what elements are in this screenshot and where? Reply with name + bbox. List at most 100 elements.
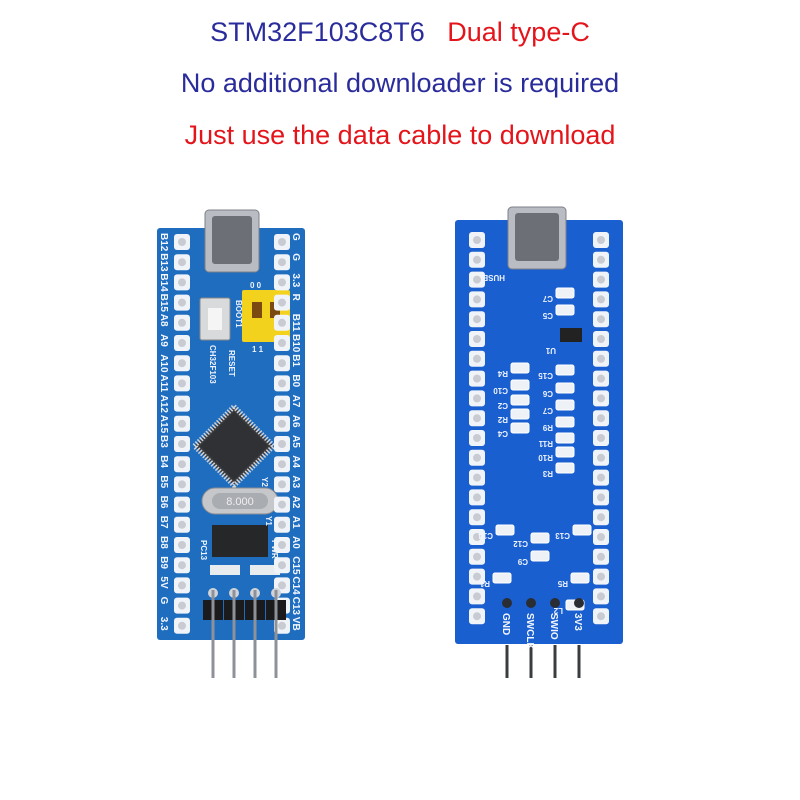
pin-pad-hole bbox=[597, 414, 605, 423]
pin-pad-hole bbox=[178, 480, 186, 489]
component-C4 bbox=[510, 422, 530, 434]
component-C12 bbox=[530, 532, 550, 544]
header-pad bbox=[574, 598, 584, 608]
pin-pad-hole bbox=[278, 561, 286, 570]
pin-pad-hole bbox=[597, 275, 605, 284]
header-label-GND: GND bbox=[500, 613, 511, 635]
pin-pad-hole bbox=[178, 359, 186, 368]
pin-pad-hole bbox=[473, 394, 481, 403]
component-C6 bbox=[555, 382, 575, 394]
pin-label-A8: A8 bbox=[158, 314, 169, 327]
pin-pad-hole bbox=[278, 278, 286, 287]
pin-pad-hole bbox=[597, 473, 605, 482]
pin-pad-hole bbox=[473, 612, 481, 621]
boot-label: BOOT1 bbox=[234, 300, 243, 328]
mcu-chip bbox=[190, 402, 278, 490]
usb-c-opening bbox=[515, 213, 559, 261]
model-name: STM32F103C8T6 bbox=[210, 17, 425, 47]
pin-pad-hole bbox=[473, 592, 481, 601]
jumper-cap bbox=[270, 302, 280, 318]
reset-button-cap bbox=[208, 308, 222, 330]
pin-label-A3: A3 bbox=[290, 475, 301, 488]
back-pcb bbox=[455, 220, 623, 644]
header-pad bbox=[550, 598, 560, 608]
front-board: 8.000 CH32F103 BOOT1 RESET Y2 Y1 PC13 PW… bbox=[157, 209, 305, 678]
pin-pad-hole bbox=[597, 493, 605, 502]
pin-label-B0: B0 bbox=[290, 374, 301, 387]
component-R11 bbox=[555, 432, 575, 444]
component-label: C4 bbox=[497, 429, 508, 438]
pin-pad-hole bbox=[178, 541, 186, 549]
component-label: R11 bbox=[538, 439, 553, 448]
component-label: R10 bbox=[538, 453, 553, 462]
component-label: R4 bbox=[497, 369, 508, 378]
pin-pad-hole bbox=[178, 500, 186, 509]
pin-label-A5: A5 bbox=[290, 435, 301, 448]
header-pin bbox=[529, 645, 533, 678]
pin-label-A2: A2 bbox=[290, 496, 301, 509]
pin-pad-hole bbox=[278, 621, 286, 630]
usb-c-opening bbox=[212, 216, 252, 264]
pin-label-A6: A6 bbox=[290, 415, 301, 428]
pin-label-B5: B5 bbox=[158, 475, 169, 488]
crystal-label: 8.000 bbox=[226, 496, 254, 508]
component-label: C14 bbox=[478, 531, 493, 540]
component-label: R5 bbox=[557, 579, 568, 588]
pin-pad-hole bbox=[597, 552, 605, 561]
pin-pad-hole bbox=[178, 561, 186, 570]
header-pad bbox=[502, 598, 512, 608]
pin-pad-hole bbox=[473, 473, 481, 482]
pin-pad-hole bbox=[278, 500, 286, 509]
pin-pad-hole bbox=[597, 315, 605, 324]
header-label-SWCLK: SWCLK bbox=[524, 613, 535, 650]
component-label: C7 bbox=[542, 294, 553, 303]
y1-label: Y1 bbox=[264, 516, 273, 526]
pin-pad-hole bbox=[178, 298, 186, 307]
led-pc13 bbox=[210, 565, 240, 575]
pin-label-B8: B8 bbox=[158, 536, 169, 549]
pin-label-B14: B14 bbox=[158, 273, 169, 292]
pin-label-A4: A4 bbox=[290, 455, 301, 468]
component-label: C12 bbox=[513, 539, 528, 548]
pin-label-B15: B15 bbox=[158, 294, 169, 313]
pin-pad-hole bbox=[178, 601, 186, 610]
pin-pad-hole bbox=[473, 493, 481, 502]
pin-pad-hole bbox=[597, 513, 605, 522]
component-C14 bbox=[495, 524, 515, 536]
pin-pad-hole bbox=[597, 335, 605, 343]
pin-label-G: G bbox=[158, 597, 169, 605]
u1-chip bbox=[560, 328, 582, 342]
component-C2 bbox=[510, 394, 530, 406]
pin-label-B13: B13 bbox=[158, 253, 169, 272]
pin-pad-hole bbox=[597, 236, 605, 244]
header-pin bbox=[577, 645, 581, 678]
pin-label-B3: B3 bbox=[158, 435, 169, 448]
header-pin bbox=[274, 590, 278, 678]
pin-pad-hole bbox=[278, 318, 286, 327]
pin-pad-hole bbox=[278, 298, 286, 307]
component-label: C13 bbox=[555, 531, 570, 540]
pin-label-A9: A9 bbox=[158, 334, 169, 347]
component-label: C7 bbox=[542, 406, 553, 415]
tagline: Just use the data cable to download bbox=[184, 120, 616, 150]
pin-pad-hole bbox=[178, 278, 186, 287]
pc13-label: PC13 bbox=[199, 540, 208, 561]
pin-label-VB: VB bbox=[290, 617, 301, 631]
pin-label-C14: C14 bbox=[290, 576, 301, 595]
header-pin bbox=[553, 645, 557, 678]
component-R3 bbox=[555, 462, 575, 474]
pin-pad-hole bbox=[178, 520, 186, 529]
pin-label-A10: A10 bbox=[158, 354, 169, 373]
pin-pad-hole bbox=[278, 480, 286, 489]
pin-pad-hole bbox=[178, 258, 186, 267]
jumper-cap bbox=[252, 302, 262, 318]
pin-pad-hole bbox=[597, 434, 605, 442]
component-C15 bbox=[555, 364, 575, 376]
pin-pad-hole bbox=[178, 581, 186, 590]
pin-pad-hole bbox=[278, 440, 286, 448]
feature-text: Dual type-C bbox=[447, 17, 590, 47]
pin-label-A1: A1 bbox=[290, 516, 301, 529]
y2-label: Y2 bbox=[260, 477, 269, 487]
pin-label-3.3: 3.3 bbox=[158, 617, 169, 631]
